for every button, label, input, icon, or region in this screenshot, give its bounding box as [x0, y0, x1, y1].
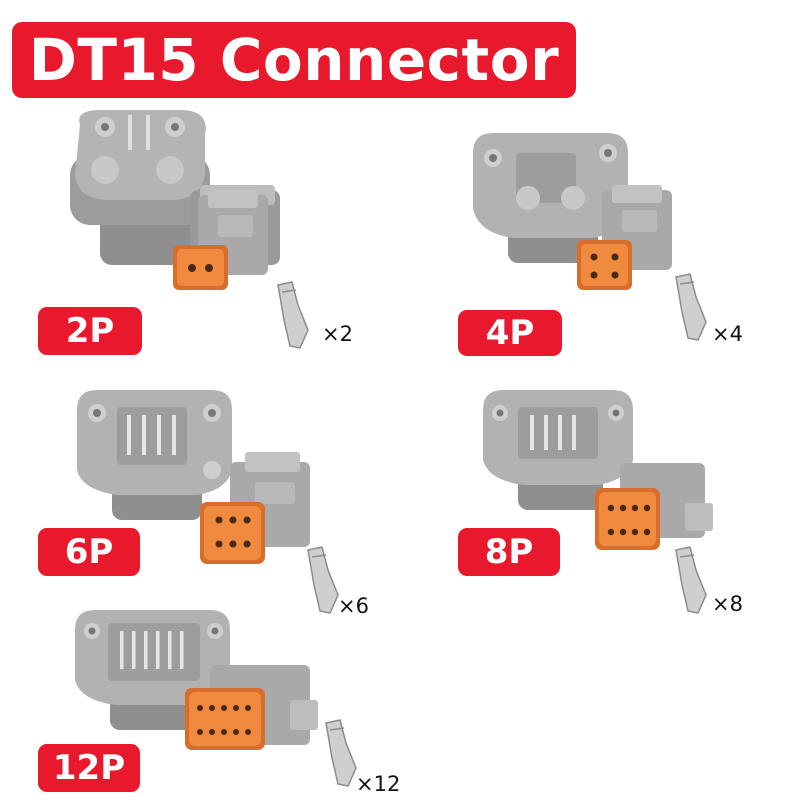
plug-housing-icon [595, 463, 713, 550]
quantity-8p: ×8 [712, 592, 743, 616]
receptacle-housing-icon [483, 390, 633, 510]
page-title: DT15 Connector [28, 26, 560, 94]
plug-housing-icon [185, 665, 318, 750]
badge-6p: 6P [38, 528, 140, 576]
badge-12p: 12P [38, 744, 140, 792]
plug-housing-icon [200, 452, 310, 564]
receptacle-housing-icon [75, 610, 230, 730]
badge-2p: 2P [38, 307, 142, 355]
receptacle-housing-icon [77, 390, 232, 520]
badge-label: 2P [65, 311, 115, 351]
title-banner: DT15 Connector [12, 22, 576, 98]
crimp-terminal-icon [675, 546, 707, 614]
plug-housing-icon [577, 185, 672, 290]
quantity-12p: ×12 [356, 772, 401, 796]
crimp-terminal-icon [277, 281, 309, 349]
receptacle-housing-icon [473, 133, 628, 263]
badge-label: 4P [485, 313, 535, 353]
crimp-terminal-icon [675, 273, 707, 341]
badge-label: 6P [64, 532, 114, 572]
badge-8p: 8P [458, 528, 560, 576]
quantity-2p: ×2 [322, 322, 353, 346]
plug-housing-icon [173, 190, 268, 290]
quantity-4p: ×4 [712, 322, 743, 346]
badge-label: 12P [52, 748, 126, 788]
crimp-terminal-icon [307, 546, 339, 614]
badge-4p: 4P [458, 310, 562, 356]
crimp-terminal-icon [325, 719, 357, 787]
badge-label: 8P [484, 532, 534, 572]
quantity-6p: ×6 [338, 594, 369, 618]
